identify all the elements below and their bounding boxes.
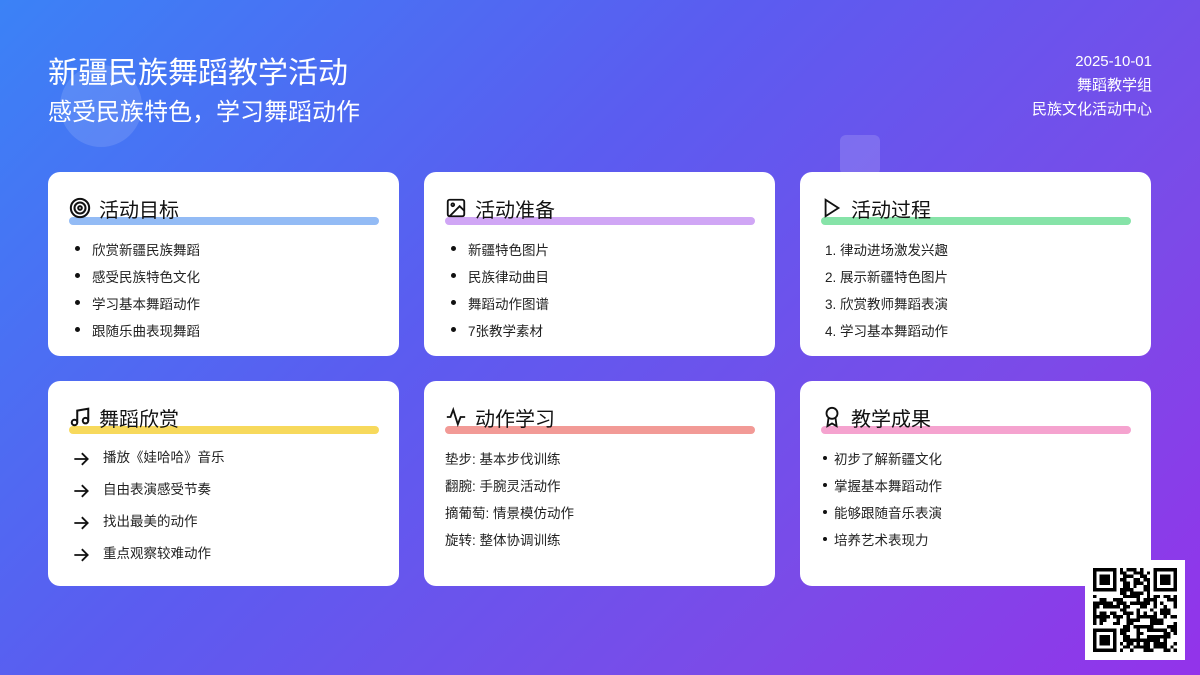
card-title: 活动过程 [851, 199, 931, 222]
card-title: 活动准备 [475, 199, 555, 222]
decorative-circle [60, 65, 142, 147]
list-item: 学习基本舞蹈动作 [69, 289, 379, 316]
list-item: 找出最美的动作 [103, 514, 198, 529]
list-item: 2. 展示新疆特色图片 [825, 269, 949, 285]
card-title: 动作学习 [475, 408, 555, 431]
card-appreciation: 舞蹈欣赏 播放《娃哈哈》音乐 自由表演感受节奏 找出最美的动作 重点观察较难动作 [48, 381, 399, 586]
play-icon [824, 198, 841, 218]
card-accent-bar [821, 217, 1131, 225]
arrow-right-icon [74, 484, 89, 498]
list-item: 播放《娃哈哈》音乐 [103, 450, 225, 465]
card-accent-bar [69, 426, 379, 434]
list-item: 自由表演感受节奏 [103, 482, 211, 497]
list-item: 掌握基本舞蹈动作 [821, 471, 1131, 498]
list-item: 7张教学素材 [445, 316, 755, 343]
list-item: 初步了解新疆文化 [821, 444, 1131, 471]
list-item: 感受民族特色文化 [69, 262, 379, 289]
date: 2025-10-01 [1075, 53, 1152, 70]
arrow-right-icon [74, 548, 89, 562]
list-item: 4. 学习基本舞蹈动作 [825, 323, 949, 339]
card-process: 活动过程 1. 律动进场激发兴趣 2. 展示新疆特色图片 3. 欣赏教师舞蹈表演 4.… [800, 172, 1151, 356]
list-item: 能够跟随音乐表演 [821, 498, 1131, 525]
list-item: 垫步: 基本步伐训练 [445, 451, 561, 467]
card-accent-bar [445, 426, 755, 434]
list-item: 民族律动曲目 [445, 262, 755, 289]
decorative-square [840, 135, 880, 175]
organization: 民族文化活动中心 [1031, 101, 1152, 118]
image-icon [446, 198, 466, 218]
list-item: 旋转: 整体协调训练 [445, 532, 561, 548]
list-item: 翻腕: 手腕灵活动作 [445, 478, 561, 494]
card-goals: 活动目标 欣赏新疆民族舞蹈感受民族特色文化学习基本舞蹈动作跟随乐曲表现舞蹈 [48, 172, 399, 356]
card-accent-bar [69, 217, 379, 225]
arrow-right-icon [74, 452, 89, 466]
arrow-right-icon [74, 516, 89, 530]
card-title: 教学成果 [851, 408, 931, 431]
list-item: 新疆特色图片 [445, 235, 755, 262]
card-outcomes: 教学成果 初步了解新疆文化掌握基本舞蹈动作能够跟随音乐表演培养艺术表现力 [800, 381, 1151, 586]
card-title: 活动目标 [99, 199, 179, 222]
card-movement-learning: 动作学习 垫步: 基本步伐训练翻腕: 手腕灵活动作摘葡萄: 情景模仿动作旋转: … [424, 381, 775, 586]
list-item: 舞蹈动作图谱 [445, 289, 755, 316]
page-title: 新疆民族舞蹈教学活动 [48, 57, 348, 90]
list-item: 欣赏新疆民族舞蹈 [69, 235, 379, 262]
card-accent-bar [445, 217, 755, 225]
award-icon [825, 406, 839, 428]
activity-icon [446, 406, 466, 428]
card-title: 舞蹈欣赏 [99, 408, 179, 431]
list-item: 1. 律动进场激发兴趣 [825, 242, 949, 258]
page-subtitle: 感受民族特色，学习舞蹈动作 [48, 99, 360, 126]
header-meta: 2025-10-01 舞蹈教学组 民族文化活动中心 [1032, 50, 1152, 122]
music-icon [70, 407, 90, 427]
list-item: 跟随乐曲表现舞蹈 [69, 316, 379, 343]
target-icon [69, 197, 91, 219]
group: 舞蹈教学组 [1076, 77, 1152, 94]
list-item: 重点观察较难动作 [103, 546, 211, 561]
qr-code [1085, 560, 1185, 660]
list-item: 3. 欣赏教师舞蹈表演 [825, 296, 949, 312]
list-item: 培养艺术表现力 [821, 525, 1131, 552]
card-accent-bar [821, 426, 1131, 434]
list-item: 摘葡萄: 情景模仿动作 [445, 505, 575, 521]
